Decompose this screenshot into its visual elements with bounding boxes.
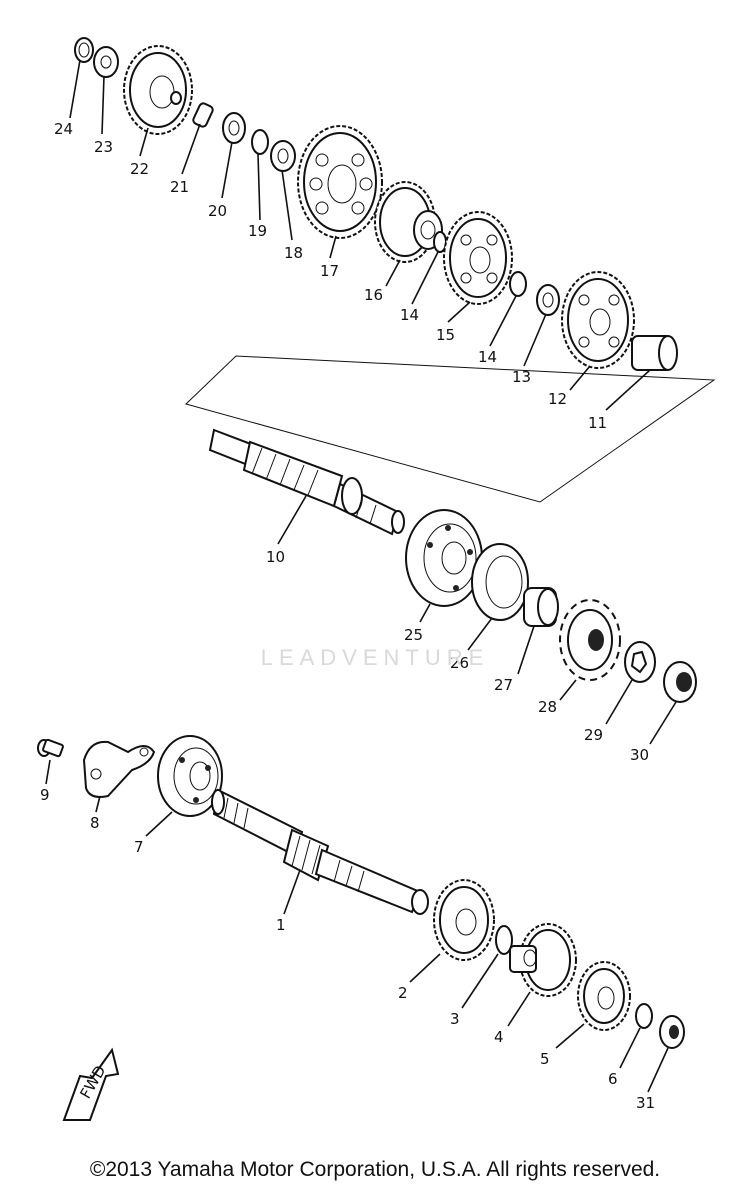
copyright-notice: ©2013 Yamaha Motor Corporation, U.S.A. A… <box>89 1158 661 1181</box>
part-27-collar <box>517 587 559 675</box>
part-12-gear <box>561 271 635 369</box>
part-14-circlip-b <box>509 271 527 297</box>
callout-1: 1 <box>276 916 286 934</box>
part-3-circlip <box>461 925 513 1009</box>
part-25-bearing <box>405 509 483 623</box>
part-1-shaft <box>211 788 429 915</box>
part-24-circlip <box>74 37 94 63</box>
part-9-bolt <box>37 738 64 785</box>
callout-12: 12 <box>548 390 567 408</box>
callout-16: 16 <box>364 286 383 304</box>
callout-13: 13 <box>512 368 531 386</box>
part-28-sprocket <box>559 599 621 701</box>
callout-8: 8 <box>90 814 100 832</box>
callout-21: 21 <box>170 178 189 196</box>
part-22-gear <box>123 45 193 135</box>
callout-6: 6 <box>608 1070 618 1088</box>
callout-11: 11 <box>588 414 607 432</box>
part-4-gear <box>507 923 577 1027</box>
callout-24: 24 <box>54 120 73 138</box>
watermark: LEADVENTURE <box>260 645 490 670</box>
callout-4: 4 <box>494 1028 504 1046</box>
callout-7: 7 <box>134 838 144 856</box>
callout-10: 10 <box>266 548 285 566</box>
part-31-bushing <box>647 1015 685 1093</box>
callout-14b: 14 <box>478 348 497 366</box>
callout-29: 29 <box>584 726 603 744</box>
part-11-bushing <box>631 335 678 371</box>
callout-30: 30 <box>630 746 649 764</box>
part-13-washer <box>536 284 560 316</box>
callout-9: 9 <box>40 786 50 804</box>
callout-25: 25 <box>404 626 423 644</box>
callout-labels: 24 23 22 21 20 19 18 17 16 14 15 14 13 1… <box>40 120 655 1112</box>
upper-gear-group <box>69 37 678 411</box>
callout-23: 23 <box>94 138 113 156</box>
part-19-circlip <box>251 129 269 155</box>
fwd-arrow-icon: FWD <box>62 1047 120 1121</box>
part-26-seal <box>467 543 529 651</box>
callout-18: 18 <box>284 244 303 262</box>
callout-2: 2 <box>398 984 408 1002</box>
callout-26: 26 <box>450 654 469 672</box>
part-17-gear <box>297 125 383 239</box>
callout-5: 5 <box>540 1050 550 1068</box>
part-15-gear <box>443 211 513 305</box>
part-20-washer <box>222 112 246 144</box>
callout-20: 20 <box>208 202 227 220</box>
callout-14a: 14 <box>400 306 419 324</box>
part-23-washer <box>93 46 119 78</box>
callout-22: 22 <box>130 160 149 178</box>
part-14-circlip-a <box>433 231 447 253</box>
callout-15: 15 <box>436 326 455 344</box>
part-8-plate <box>82 740 156 813</box>
part-5-gear <box>555 961 631 1049</box>
part-21-collar <box>192 102 214 128</box>
part-30-nut <box>649 661 697 745</box>
callout-17: 17 <box>320 262 339 280</box>
callout-3: 3 <box>450 1010 460 1028</box>
part-16-gear <box>374 181 443 263</box>
callout-28: 28 <box>538 698 557 716</box>
part-29-lock-washer <box>605 641 656 725</box>
part-10-shaft <box>208 428 405 545</box>
part-7-bearing <box>145 735 223 837</box>
callout-19: 19 <box>248 222 267 240</box>
callout-27: 27 <box>494 676 513 694</box>
callout-31: 31 <box>636 1094 655 1112</box>
part-6-washer <box>619 1003 653 1069</box>
part-2-gear <box>409 879 495 983</box>
assembly-outline <box>185 355 716 503</box>
part-18-washer <box>270 140 296 172</box>
